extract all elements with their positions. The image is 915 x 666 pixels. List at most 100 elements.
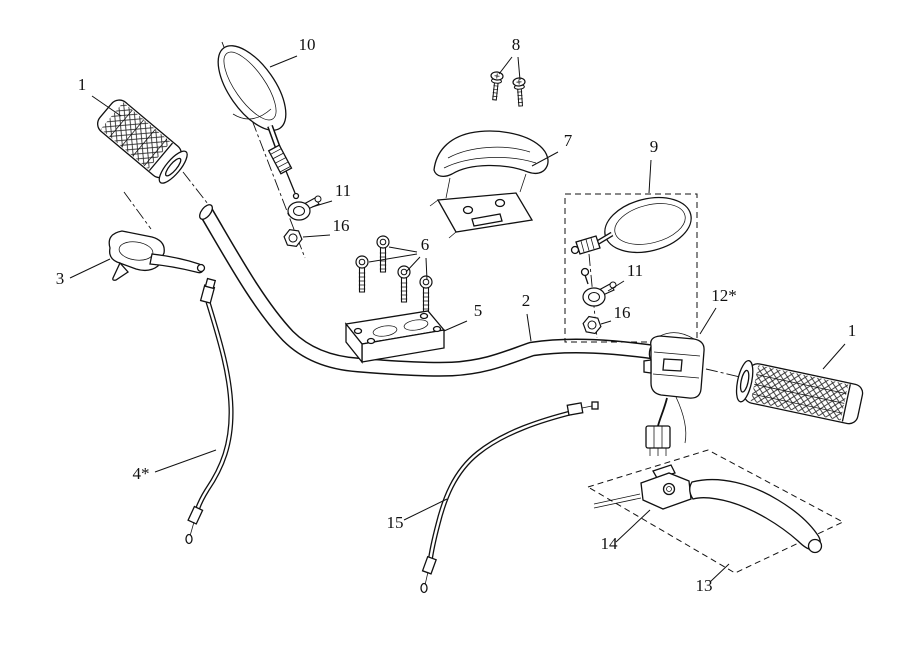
holder-hole-3 [419, 312, 429, 320]
left-cable-sheath [194, 301, 233, 515]
cover-rib-2 [443, 157, 537, 169]
holder-saddle-1 [372, 325, 398, 337]
left-cable-outer [193, 301, 234, 515]
center-cable-inner-wire [424, 571, 429, 586]
holder-hole-1 [353, 327, 363, 335]
leader-clamp-left [311, 200, 333, 208]
left-cable-end-fitting [187, 505, 204, 525]
clamp-bolt-3 [397, 265, 411, 303]
right-clamp-screw-shaft [584, 274, 589, 285]
handlebar-left-end [199, 204, 213, 220]
cover-plate-hole-2 [494, 198, 506, 208]
leader-grip-left [91, 95, 122, 117]
holder-left-face [345, 322, 363, 364]
clamp-bolt-1 [355, 255, 369, 293]
handlebar-body [200, 208, 654, 376]
callout-cable-left: 4* [133, 464, 150, 483]
leader-bolts [368, 246, 428, 281]
leader-mirror-right [648, 159, 652, 194]
callout-nut-right: 16 [614, 303, 631, 322]
leader-lever-left [69, 258, 111, 279]
left-grip-bore [164, 157, 182, 177]
brake-lever-ball-end [807, 538, 823, 554]
grip-left-centerline [182, 171, 209, 205]
left-mirror-stud [285, 170, 296, 194]
leader-screw-a [498, 56, 513, 75]
right-mirror-stud-tip [570, 245, 580, 255]
lever-pivot-socket [666, 486, 672, 492]
left-lever-tip [196, 263, 206, 273]
callout-labels: 1 10 8 7 9 11 16 3 6 5 2 11 16 12* 1 4* … [56, 35, 857, 595]
cover-screw-b [512, 76, 528, 107]
brake-lever-assembly [593, 464, 823, 554]
right-grip-ribs [752, 374, 847, 414]
right-grip-knurl [750, 365, 849, 421]
leader-lever-bracket [615, 509, 651, 543]
cover-plate-slot [471, 213, 503, 227]
cover-rib-1 [447, 146, 531, 159]
left-mirror-neck-core [268, 125, 280, 149]
right-mirror-threads [575, 235, 601, 255]
callout-cover-screws: 8 [512, 35, 521, 54]
right-mirror [570, 196, 692, 285]
leader-switch [699, 307, 717, 335]
lever-clamp-cap [652, 464, 676, 479]
left-grip-ribs [109, 109, 168, 166]
cover-link-1 [445, 177, 451, 199]
left-lever [108, 230, 206, 281]
callout-bar-holder: 5 [474, 301, 483, 320]
left-grip-knurl [100, 102, 171, 169]
callout-clamp-bolts: 6 [421, 235, 430, 254]
callout-mirror-left: 10 [299, 35, 316, 54]
right-mirror-clamp [582, 281, 617, 307]
leader-handlebar [526, 313, 532, 342]
brake-lever-kit-box [586, 449, 845, 574]
callout-nut-left: 16 [333, 216, 350, 235]
callout-mirror-right: 9 [650, 137, 659, 156]
right-mirror-nut [581, 315, 603, 335]
center-cable-sheath [428, 410, 575, 563]
left-cable-inner-wire [189, 521, 195, 537]
center-cable-top-wire [581, 405, 593, 409]
left-grip [97, 99, 188, 184]
callout-cable-center: 15 [387, 513, 404, 532]
left-mirror-contour [232, 108, 272, 120]
switch-housing [643, 332, 705, 456]
right-grip-collar [841, 384, 851, 422]
left-mirror-threads [267, 144, 293, 175]
switch-wire-2 [675, 396, 687, 444]
right-clamp-screw-head [580, 267, 590, 277]
callout-cover: 7 [564, 131, 573, 150]
cover-screw-a [487, 70, 504, 102]
callout-switch: 12* [711, 286, 737, 305]
leader-screw-b [517, 56, 521, 81]
left-cable-nipple [185, 533, 193, 545]
callout-handlebar: 2 [522, 291, 531, 310]
clamp-bolt-2 [376, 235, 390, 273]
brake-lever-blade [689, 478, 821, 551]
lever-left-centerline [123, 191, 152, 230]
center-cable-end-fitting [421, 555, 437, 575]
leader-clamp-right [607, 280, 625, 292]
leader-holder [443, 320, 468, 332]
switch-connector-slots [653, 426, 663, 448]
switch-top-dome [659, 332, 695, 340]
handlebar-holder [344, 310, 446, 364]
center-cable-nipple [420, 582, 428, 594]
left-mirror-stud-tip [292, 192, 300, 200]
cover-plate [436, 192, 534, 233]
left-lever-blade [149, 253, 204, 274]
center-cable [420, 401, 599, 594]
cover-plate-hole-1 [462, 205, 474, 215]
callout-brake-lever: 13 [696, 576, 713, 595]
switch-wire [657, 397, 668, 427]
leader-lines [69, 55, 846, 583]
center-cable-top-nipple [591, 401, 599, 410]
center-cable-top-fitting [566, 402, 584, 416]
lever-cable-line-2 [593, 497, 642, 509]
callout-clamp-left: 11 [335, 181, 351, 200]
clamp-bolt-4 [419, 275, 433, 313]
switch-side-knob [643, 359, 652, 374]
callout-clamp-right: 11 [627, 261, 643, 280]
